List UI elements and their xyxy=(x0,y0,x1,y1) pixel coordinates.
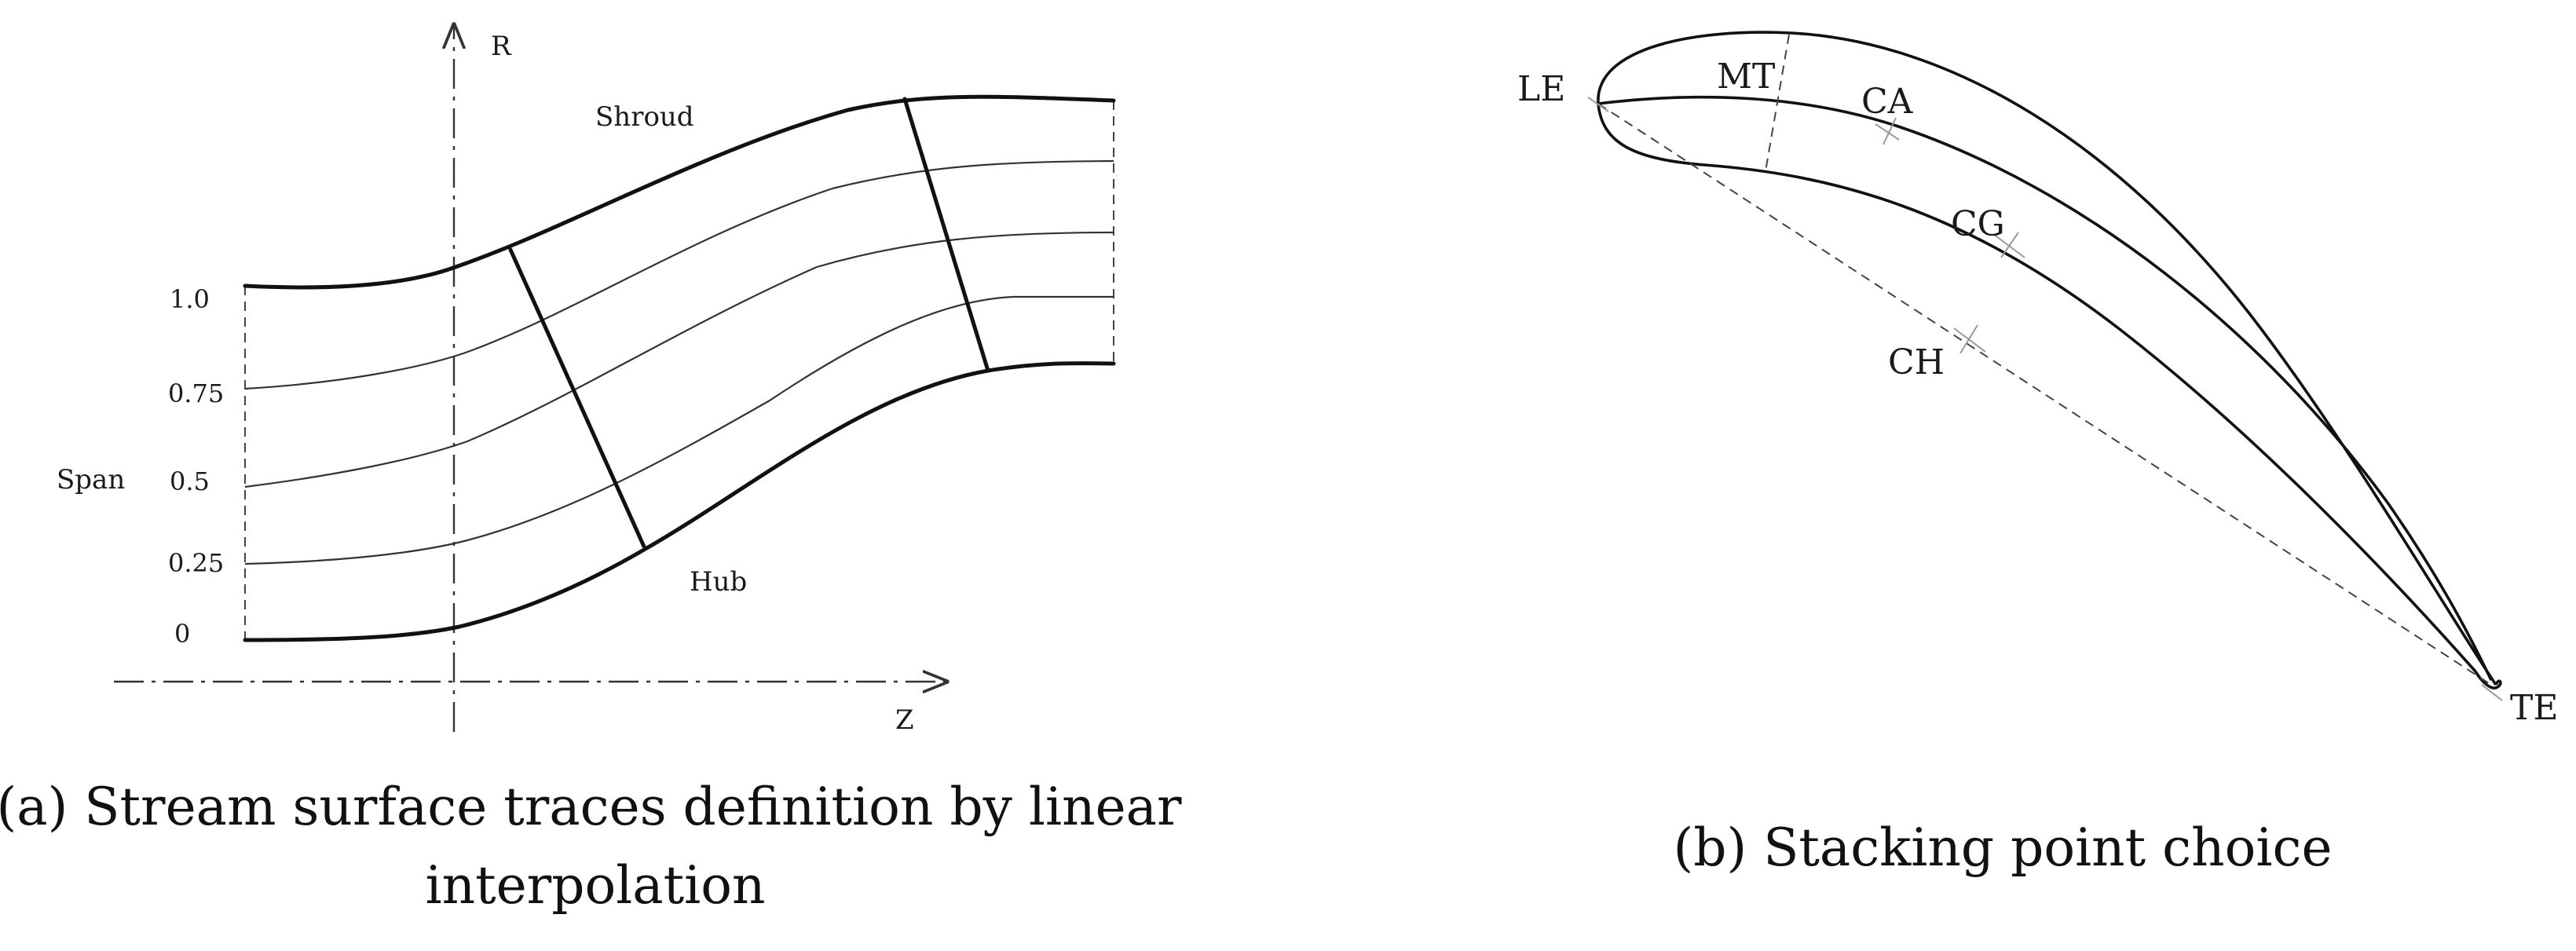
ch-label: CH xyxy=(1888,342,1945,382)
span-title: Span xyxy=(57,464,125,496)
span-tick-0-25: 0.25 xyxy=(168,548,224,578)
panel-b-blade-profile: LE MT CA CG CH TE (b) Stacking point cho… xyxy=(1517,31,2558,878)
te-label: TE xyxy=(2510,688,2558,728)
hub-label: Hub xyxy=(690,566,747,598)
ca-label: CA xyxy=(1861,82,1914,122)
te-marker xyxy=(2481,684,2503,701)
shroud-line xyxy=(243,94,1116,290)
stream-trace-075 xyxy=(244,159,1114,390)
span-tick-0-5: 0.5 xyxy=(170,466,210,496)
span-tick-0-75: 0.75 xyxy=(168,379,224,408)
ch-marker xyxy=(1953,324,1986,354)
caption-a-line1: (a) Stream surface traces definition by … xyxy=(0,777,1182,837)
cg-label: CG xyxy=(1951,204,2005,244)
stream-trace-050 xyxy=(244,231,1114,488)
mt-label: MT xyxy=(1717,57,1775,97)
z-axis-label: Z xyxy=(895,704,914,736)
hub-line xyxy=(243,361,1116,642)
span-tick-1-0: 1.0 xyxy=(170,284,210,314)
le-marker xyxy=(1587,97,1609,112)
shroud-label: Shroud xyxy=(595,101,694,133)
span-tick-0: 0 xyxy=(174,619,190,649)
ca-marker xyxy=(1875,117,1900,145)
cg-marker xyxy=(1992,232,2025,258)
blade-trailing-edge xyxy=(902,97,990,373)
stream-trace-025 xyxy=(244,295,1114,565)
chord-line xyxy=(1597,103,2492,686)
le-label: LE xyxy=(1517,69,1565,109)
panel-a-meridional-view: R Z Shroud Hub Span 1.0 0.75 0.5 0.25 0 … xyxy=(0,25,1182,916)
caption-a-line2: interpolation xyxy=(425,855,765,916)
caption-b: (b) Stacking point choice xyxy=(1673,817,2332,878)
camber-line xyxy=(1597,95,2493,681)
pressure-side xyxy=(1597,103,2477,673)
blade-leading-edge xyxy=(508,247,646,549)
r-axis-label: R xyxy=(491,31,512,62)
max-thickness-line xyxy=(1765,34,1790,172)
trailing-edge-round xyxy=(2474,671,2502,689)
suction-side xyxy=(1597,31,2497,686)
